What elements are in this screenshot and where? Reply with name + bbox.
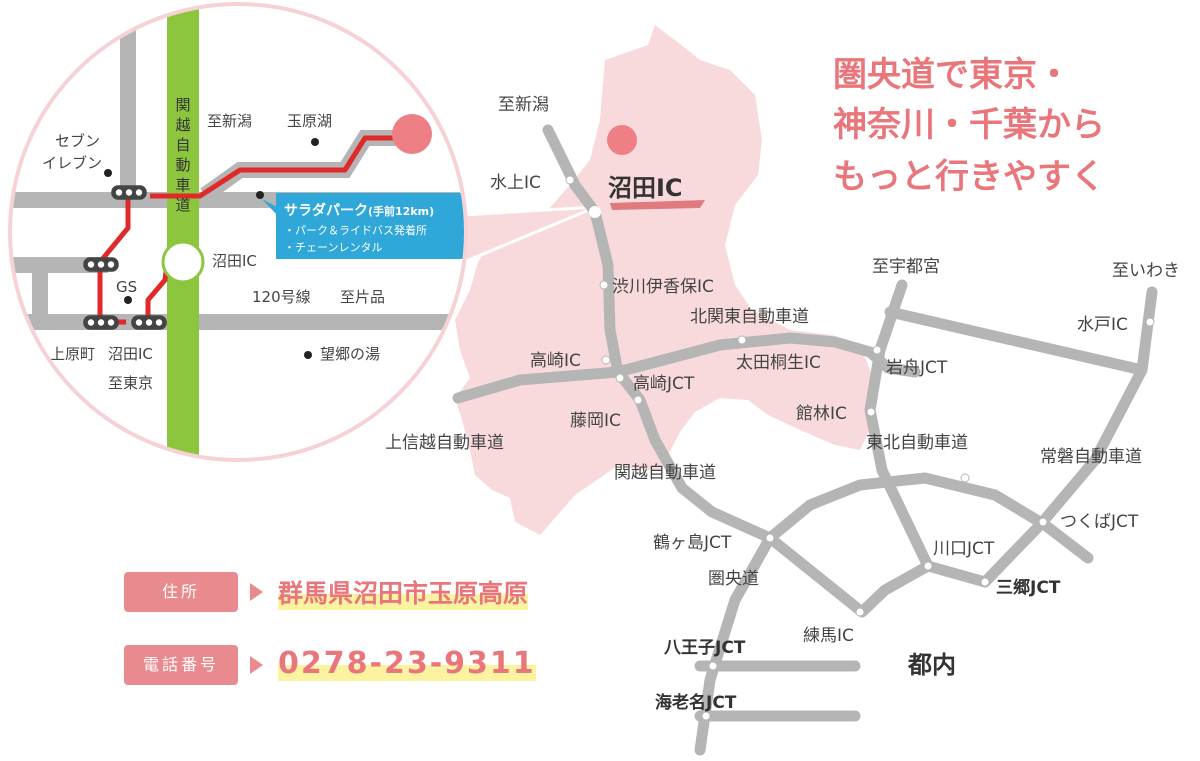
inset-katashina: 至片品: [340, 288, 385, 306]
label-takasaki: 高崎IC: [530, 351, 581, 371]
address-value: 群馬県沼田市玉原高原: [278, 574, 529, 610]
road-kitakanto-east: [884, 306, 1148, 376]
callout-box: [276, 193, 464, 259]
dot-minakami: [565, 175, 575, 185]
dot-misato: [980, 577, 990, 587]
phone-tag: 電話番号: [124, 645, 238, 685]
callout-item-2: ・チェーンレンタル: [284, 241, 382, 254]
label-misato: 三郷JCT: [996, 577, 1061, 598]
inset-to-tokyo: 至東京: [108, 374, 153, 392]
inset-seven-1: セブン: [55, 132, 100, 150]
dot-ebina: [701, 711, 711, 721]
label-minakami: 水上IC: [490, 173, 541, 193]
dot-takasaki: [601, 355, 611, 365]
label-numata-ic: 沼田IC: [608, 174, 683, 202]
label-kawaguchi: 川口JCT: [933, 539, 995, 559]
inset-ic-circle: [161, 240, 205, 284]
headline-line-1: 圏央道で東京・: [833, 55, 1071, 95]
label-kenodo: 圏央道: [708, 569, 759, 589]
road-kitakanto: [612, 332, 921, 378]
label-to-niigata: 至新潟: [498, 95, 549, 115]
road-joban: [979, 286, 1158, 588]
label-hachioji: 八王子JCT: [664, 638, 746, 658]
label-tatebayashi: 館林IC: [796, 404, 847, 424]
destination-highlight: [610, 200, 705, 210]
dot-takasaki-jct: [615, 373, 625, 383]
expressway-network: [452, 124, 1158, 756]
headline-line-2: 神奈川・千葉から: [833, 105, 1105, 145]
dot-shibukawa: [599, 280, 609, 290]
inset-map: 関越自動車道 至新潟 玉原湖 セブン イレブン 沼田IC GS 120号線 至片…: [8, 2, 468, 462]
road-kenodo: [694, 472, 1094, 756]
inset-seven-2: イレブン: [42, 154, 102, 172]
dot-nerima: [855, 607, 865, 617]
label-shibukawa: 渋川伊香保IC: [612, 277, 714, 297]
label-tsurugashima: 鶴ヶ島JCT: [653, 533, 732, 553]
label-tonai: 都内: [907, 651, 956, 679]
point-salad-park: [256, 191, 264, 199]
address-tag: 住所: [124, 572, 238, 612]
label-takasaki-jct: 高崎JCT: [633, 374, 695, 394]
label-tohoku: 東北自動車道: [866, 433, 968, 453]
label-iwaki: 至いわき: [1112, 261, 1180, 281]
headline-line-3: もっと行きやすく: [833, 157, 1105, 197]
inset-route-3: [150, 135, 410, 199]
inset-lake: 玉原湖: [287, 112, 332, 130]
headline: 圏央道で東京・ 神奈川・千葉から もっと行きやすく: [833, 55, 1105, 197]
label-iwafune: 岩舟JCT: [886, 358, 948, 378]
dot-iwafune: [872, 345, 882, 355]
dot-tsukuba: [1038, 517, 1048, 527]
address-arrow: [250, 583, 263, 601]
gunma-prefecture-shape: [455, 25, 878, 535]
road-joshinetsu: [452, 366, 624, 404]
label-nerima: 練馬IC: [803, 626, 854, 646]
inset-gs: GS: [116, 278, 137, 296]
dot-mito: [1145, 317, 1155, 327]
inset-ic-bottom: 沼田IC: [108, 345, 153, 363]
label-utsunomiya: 至宇都宮: [872, 257, 940, 277]
dot-tohoku-mid: [960, 473, 970, 483]
traffic-light-bulbs: [87, 189, 163, 326]
label-fujioka: 藤岡IC: [570, 411, 621, 431]
phone-arrow: [250, 656, 263, 674]
inset-destination-marker: [392, 114, 432, 154]
dot-fujioka: [633, 395, 643, 405]
dot-numata: [589, 206, 601, 218]
inset-kamihara: 上原町: [50, 345, 95, 363]
inset-onsen: 望郷の湯: [320, 345, 380, 363]
inset-ic: 沼田IC: [212, 252, 257, 270]
point-seven-eleven: [104, 169, 112, 177]
dot-hachioji: [708, 661, 718, 671]
dot-kawaguchi: [923, 561, 933, 571]
dot-tsurugashima: [765, 533, 775, 543]
dot-ota: [737, 335, 747, 345]
point-lake: [311, 138, 319, 146]
label-kanetsu: 関越自動車道: [614, 463, 716, 483]
point-onsen: [304, 351, 312, 359]
road-inner: [764, 532, 991, 618]
inset-to-niigata: 至新潟: [207, 112, 252, 130]
label-joshinetsu: 上信越自動車道: [385, 433, 504, 453]
label-tsukuba: つくばJCT: [1060, 512, 1139, 532]
inset-expressway: [167, 4, 199, 460]
callout-title: サラダパーク(手前12km): [284, 202, 434, 219]
callout-item-1: ・パーク＆ライドバス発着所: [284, 223, 427, 237]
label-kitakanto: 北関東自動車道: [690, 307, 809, 327]
destination-marker: [607, 125, 637, 155]
road-tohoku: [864, 279, 934, 572]
phone-value: 0278-23-9311: [278, 646, 536, 681]
inset-expressway-name: 関越自動車道: [175, 96, 190, 214]
label-mito: 水戸IC: [1077, 315, 1128, 335]
dot-tatebayashi: [866, 407, 876, 417]
ic-dots: [565, 175, 1155, 721]
label-joban: 常磐自動車道: [1040, 447, 1142, 467]
inset-expressway-label: 関越自動車道: [175, 96, 190, 214]
label-ota: 太田桐生IC: [736, 353, 821, 373]
point-gs: [124, 296, 132, 304]
inset-route-120: 120号線: [252, 288, 311, 306]
label-ebina: 海老名JCT: [655, 692, 737, 713]
inset-border: [8, 2, 468, 462]
